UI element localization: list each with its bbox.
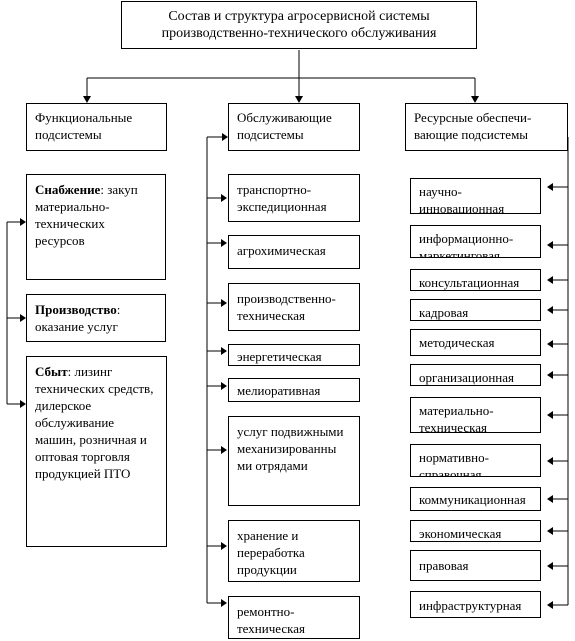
resource-item-consulting: консультационная	[410, 269, 541, 291]
resource-connector-7-arrow	[547, 411, 553, 419]
resource-connector-4-arrow	[547, 306, 553, 314]
resource-connector-11-arrow	[547, 562, 553, 570]
functional-header-line-1: Функциональные	[35, 110, 133, 125]
service-item-melioration: мелиоративная	[228, 378, 360, 402]
root-title-line-2: производственно-технического обслуживани…	[161, 26, 437, 41]
functional-item-production-tail: :	[116, 302, 121, 317]
functional-item-production-body: оказание услуг	[35, 319, 118, 334]
resource-item-infrastructure: инфраструктурная	[410, 591, 541, 618]
service-item-label: транспортно-экспедиционная	[237, 182, 327, 214]
resource-item-label: инфраструктурная	[419, 598, 522, 613]
service-connector-4-arrow	[221, 347, 227, 355]
functional-item-sales-tail: :	[67, 364, 72, 379]
resource-item-personnel: кадровая	[410, 299, 541, 321]
service-connector-5-arrow	[221, 382, 227, 390]
resource-item-label: методическая	[419, 335, 495, 350]
resource-item-methodical: методическая	[410, 329, 541, 356]
functional-header-line-2: подсистемы	[35, 127, 102, 142]
resource-connector-5-arrow	[547, 340, 553, 348]
functional-arrow-2	[20, 314, 26, 322]
service-item-repair: ремонтно-техническая	[228, 596, 360, 639]
functional-item-sales-body: лизинг технических средств, дилерское об…	[35, 364, 154, 481]
functional-item-supply: Снабжение: закуп материально-технических…	[26, 174, 166, 280]
resource-header-line-2: вающие подсистемы	[414, 127, 529, 142]
service-header-line-1: Обслуживающие	[237, 110, 332, 125]
resource-connector-2-arrow	[547, 241, 553, 249]
resource-header: Ресурсные обеспечи- вающие подсистемы	[405, 103, 568, 151]
resource-connector-3-arrow	[547, 276, 553, 284]
service-header: Обслуживающие подсистемы	[228, 103, 360, 151]
resource-item-communication: коммуникационная	[410, 487, 541, 511]
service-connector-6-arrow	[221, 446, 227, 454]
service-item-transport: транспортно-экспедиционная	[228, 174, 360, 222]
resource-item-science: научно-инновационная	[410, 178, 541, 214]
resource-connector-1-arrow	[547, 183, 553, 191]
functional-item-production-head: Производство	[35, 302, 117, 317]
service-item-agrochemical: агрохимическая	[228, 235, 360, 269]
service-item-label: энергетическая	[237, 349, 322, 364]
service-item-label: мелиоративная	[237, 383, 321, 398]
service-item-production-technical: производственно-техническая	[228, 283, 360, 331]
resource-connector-10-arrow	[547, 527, 553, 535]
service-item-mobile-units: услуг подвижными механизированны ми отря…	[228, 416, 360, 506]
resource-item-label: материально-техническая	[419, 403, 494, 433]
resource-item-label: коммуникационная	[419, 492, 526, 507]
service-item-label: агрохимическая	[237, 243, 326, 258]
functional-item-sales: Сбыт: лизинг технических средств, дилерс…	[26, 356, 167, 547]
arrow-service	[295, 96, 303, 103]
resource-connector-9-arrow	[547, 495, 553, 503]
resource-item-label: консультационная	[419, 275, 520, 290]
service-connector-2-arrow	[221, 239, 227, 247]
resource-item-label: информационно-маркетинговая	[419, 231, 514, 258]
service-connector-7-arrow	[221, 542, 227, 550]
resource-item-label: экономическая	[419, 526, 502, 541]
resource-item-label: организационная	[419, 370, 514, 385]
resource-item-label: кадровая	[419, 305, 469, 320]
resource-item-label: правовая	[419, 558, 469, 573]
resource-item-organizational: организационная	[410, 364, 541, 386]
functional-item-supply-head: Снабжение	[35, 182, 101, 197]
resource-item-label: научно-инновационная	[419, 184, 505, 214]
service-item-label: производственно-техническая	[237, 291, 336, 323]
resource-item-legal: правовая	[410, 550, 541, 581]
service-arrow-0	[222, 133, 228, 141]
functional-item-supply-body: закуп материально-технических ресурсов	[35, 182, 138, 248]
resource-header-line-1: Ресурсные обеспечи-	[414, 110, 532, 125]
functional-item-supply-tail: :	[100, 182, 104, 197]
resource-item-material-technical: материально-техническая	[410, 397, 541, 433]
service-connector-3-arrow	[221, 299, 227, 307]
root-title-line-1: Состав и структура агросервисной системы	[168, 9, 430, 24]
service-connector-8-arrow	[221, 599, 227, 607]
service-item-label: хранение и переработка продукции	[237, 528, 305, 577]
resource-item-information: информационно-маркетинговая	[410, 225, 541, 258]
resource-connector-6-arrow	[547, 371, 553, 379]
resource-item-label: нормативно-справочная	[419, 450, 489, 477]
functional-arrow-3	[20, 400, 26, 408]
arrow-functional	[83, 96, 91, 103]
resource-connector-12-arrow	[547, 601, 553, 609]
service-item-label: услуг подвижными механизированны ми отря…	[237, 424, 344, 473]
resource-item-normative: нормативно-справочная	[410, 444, 541, 477]
resource-item-economic: экономическая	[410, 520, 541, 542]
service-connector-1-arrow	[221, 194, 227, 202]
root-box: Состав и структура агросервисной системы…	[121, 1, 477, 49]
resource-connector-8-arrow	[547, 457, 553, 465]
arrow-resource	[471, 96, 479, 103]
functional-item-sales-head: Сбыт	[35, 364, 68, 379]
functional-arrow-1	[20, 218, 26, 226]
functional-header: Функциональные подсистемы	[26, 103, 167, 151]
service-item-energy: энергетическая	[228, 344, 360, 366]
service-item-label: ремонтно-техническая	[237, 604, 305, 636]
service-header-line-2: подсистемы	[237, 127, 304, 142]
service-item-storage-processing: хранение и переработка продукции	[228, 520, 360, 582]
functional-item-production: Производство: оказание услуг	[26, 294, 166, 342]
